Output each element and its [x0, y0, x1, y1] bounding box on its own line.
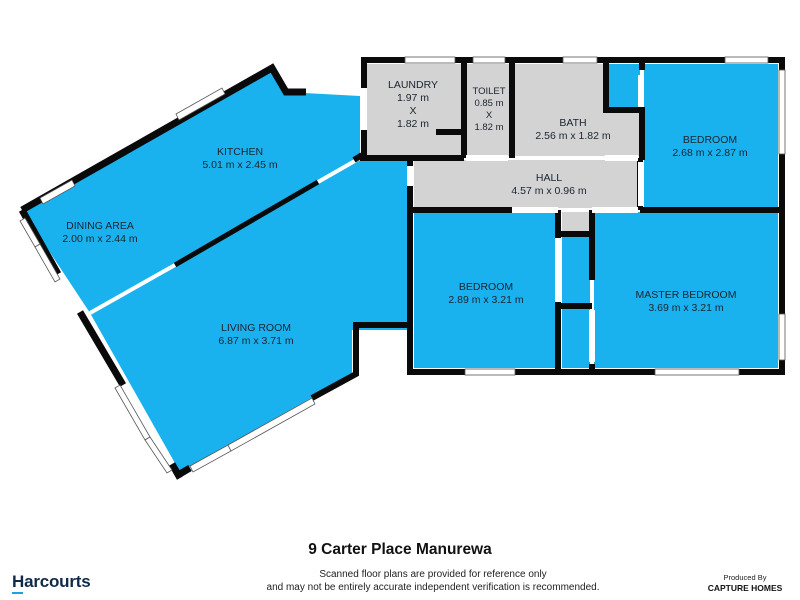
living-left-wall	[76, 310, 127, 387]
room-labels: KITCHEN 5.01 m x 2.45 m DINING AREA 2.00…	[62, 79, 748, 347]
toilet-area	[466, 64, 510, 156]
bedroom-mid-label: BEDROOM	[459, 281, 513, 293]
toilet-dim1: 0.85 m	[474, 98, 503, 109]
laundry-sep: X	[409, 105, 416, 117]
brand-logo: Harcourts	[12, 572, 91, 591]
bath-label: BATH	[559, 117, 586, 129]
brand-logo-accent	[12, 592, 23, 594]
toilet-dim2: 1.82 m	[474, 122, 503, 133]
laundry-dim1: 1.97 m	[397, 92, 429, 104]
producer-name: CAPTURE HOMES	[707, 583, 783, 593]
laundry-area	[364, 64, 462, 156]
toilet-label: TOILET	[472, 86, 505, 97]
producer-credit: Produced By CAPTURE HOMES	[700, 573, 790, 594]
bath-dims: 2.56 m x 1.82 m	[535, 130, 611, 142]
living-room-label: LIVING ROOM	[221, 322, 291, 334]
bedroom-mid-dims: 2.89 m x 3.21 m	[448, 294, 524, 306]
closet-bottom	[562, 308, 590, 368]
west-wing-outer-wall	[20, 63, 306, 214]
windows	[19, 87, 316, 474]
laundry-label: LAUNDRY	[388, 79, 438, 91]
disclaimer: Scanned floor plans are provided for ref…	[0, 568, 800, 594]
closet-mid	[562, 236, 590, 304]
master-bedroom-dims: 3.69 m x 3.21 m	[648, 302, 724, 314]
laundry-dim2: 1.82 m	[397, 118, 429, 130]
kitchen-label: KITCHEN	[217, 146, 263, 158]
living-room-dims: 6.87 m x 3.71 m	[218, 335, 294, 347]
bedroom-ne-area	[644, 64, 778, 208]
living-bottom-wall	[176, 464, 192, 479]
kitchen-dims: 5.01 m x 2.45 m	[202, 159, 278, 171]
property-address: 9 Carter Place Manurewa	[308, 541, 492, 558]
closet-top	[562, 212, 590, 232]
door-gaps	[361, 75, 644, 362]
bath-cupboard	[608, 64, 640, 108]
floor-plan: KITCHEN 5.01 m x 2.45 m DINING AREA 2.00…	[18, 56, 786, 480]
bedroom-ne-label: BEDROOM	[683, 134, 737, 146]
dining-label: DINING AREA	[66, 220, 134, 232]
disclaimer-line-1: Scanned floor plans are provided for ref…	[319, 569, 547, 580]
living-room-area	[90, 158, 410, 472]
bedroom-mid-area	[414, 212, 556, 368]
living-bottom-wall-right	[310, 322, 410, 401]
east-windows	[404, 56, 786, 376]
hall-dims: 4.57 m x 0.96 m	[511, 185, 587, 197]
east-block	[360, 56, 786, 376]
produced-by-label: Produced By	[723, 573, 767, 582]
master-bedroom-area	[594, 212, 778, 368]
hall-area	[414, 160, 640, 208]
kitchen-living-divider	[173, 179, 320, 268]
west-wing-left-wall	[18, 208, 62, 276]
hall-label: HALL	[536, 172, 562, 184]
master-bedroom-label: MASTER BEDROOM	[636, 289, 737, 301]
bedroom-ne-dims: 2.68 m x 2.87 m	[672, 147, 748, 159]
disclaimer-line-2: and may not be entirely accurate indepen…	[266, 582, 600, 593]
dining-dims: 2.00 m x 2.44 m	[62, 233, 138, 245]
toilet-sep: X	[486, 110, 493, 121]
west-wing	[18, 63, 410, 480]
kitchen-dining-area	[22, 68, 360, 313]
